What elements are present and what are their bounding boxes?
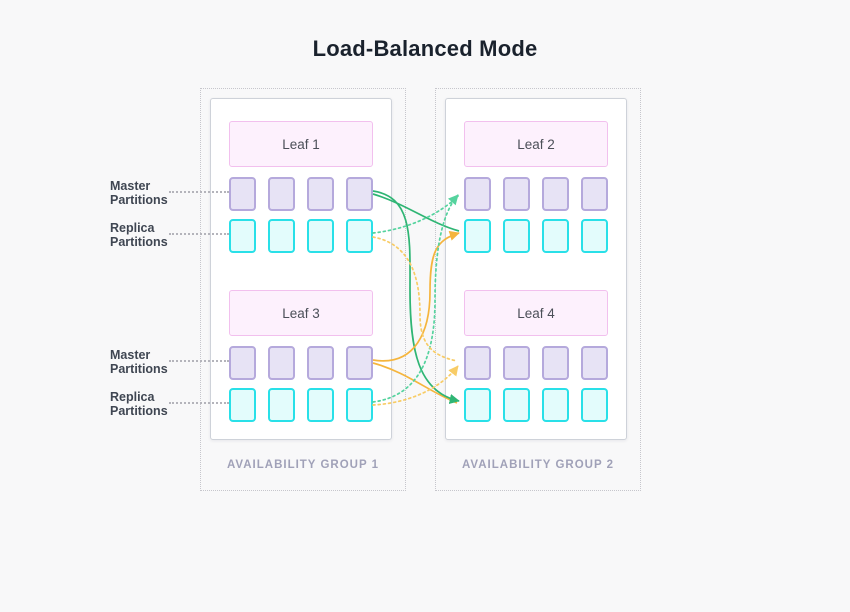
leaf-4-header: Leaf 4 xyxy=(464,290,608,336)
master-partition-box xyxy=(542,177,569,211)
master-partition-box xyxy=(464,177,491,211)
leaf-2-header: Leaf 2 xyxy=(464,121,608,167)
leaf-1-header: Leaf 1 xyxy=(229,121,373,167)
replica-partition-box xyxy=(307,219,334,253)
replica-partition-box xyxy=(229,219,256,253)
replica-partition-box xyxy=(268,219,295,253)
leader-line xyxy=(169,233,229,235)
master-partition-box xyxy=(229,177,256,211)
master-partition-box xyxy=(464,346,491,380)
replica-partition-box xyxy=(503,219,530,253)
label-replica-partitions-leaf3: Replica Partitions xyxy=(110,390,168,418)
label-replica-partitions-leaf1: Replica Partitions xyxy=(110,221,168,249)
replica-partition-box xyxy=(464,388,491,422)
leaf-card-group-2: Leaf 2 Leaf 4 xyxy=(445,98,627,440)
replica-partition-box xyxy=(268,388,295,422)
master-partition-box xyxy=(581,346,608,380)
master-partition-box xyxy=(581,177,608,211)
label-master-partitions-leaf3: Master Partitions xyxy=(110,348,168,376)
leader-line xyxy=(169,360,229,362)
leaf-2-master-row xyxy=(464,177,608,211)
replica-partition-box xyxy=(503,388,530,422)
leaf-card-group-1: Leaf 1 Leaf 3 xyxy=(210,98,392,440)
leaf-3-replica-row xyxy=(229,388,373,422)
availability-group-2-label: AVAILABILITY GROUP 2 xyxy=(461,459,615,471)
master-partition-box xyxy=(307,346,334,380)
leader-line xyxy=(169,191,229,193)
leader-line xyxy=(169,402,229,404)
master-partition-box xyxy=(307,177,334,211)
leaf-4-replica-row xyxy=(464,388,608,422)
replica-partition-box xyxy=(346,388,373,422)
replica-partition-box xyxy=(229,388,256,422)
leaf-2-replica-row xyxy=(464,219,608,253)
leaf-3-master-row xyxy=(229,346,373,380)
replica-partition-box xyxy=(581,388,608,422)
availability-group-1: Leaf 1 Leaf 3 xyxy=(200,88,406,491)
master-partition-box xyxy=(268,346,295,380)
leaf-4-master-row xyxy=(464,346,608,380)
master-partition-box xyxy=(229,346,256,380)
master-partition-box xyxy=(346,346,373,380)
leaf-3-header: Leaf 3 xyxy=(229,290,373,336)
availability-group-2: Leaf 2 Leaf 4 xyxy=(435,88,641,491)
master-partition-box xyxy=(346,177,373,211)
leaf-1-master-row xyxy=(229,177,373,211)
diagram-title: Load-Balanced Mode xyxy=(312,36,538,61)
replica-partition-box xyxy=(542,219,569,253)
label-master-partitions-leaf1: Master Partitions xyxy=(110,179,168,207)
replica-partition-box xyxy=(346,219,373,253)
master-partition-box xyxy=(503,346,530,380)
leaf-1-replica-row xyxy=(229,219,373,253)
master-partition-box xyxy=(268,177,295,211)
master-partition-box xyxy=(542,346,569,380)
replica-partition-box xyxy=(581,219,608,253)
replica-partition-box xyxy=(542,388,569,422)
replica-partition-box xyxy=(464,219,491,253)
replica-partition-box xyxy=(307,388,334,422)
availability-group-1-label: AVAILABILITY GROUP 1 xyxy=(226,459,380,471)
master-partition-box xyxy=(503,177,530,211)
